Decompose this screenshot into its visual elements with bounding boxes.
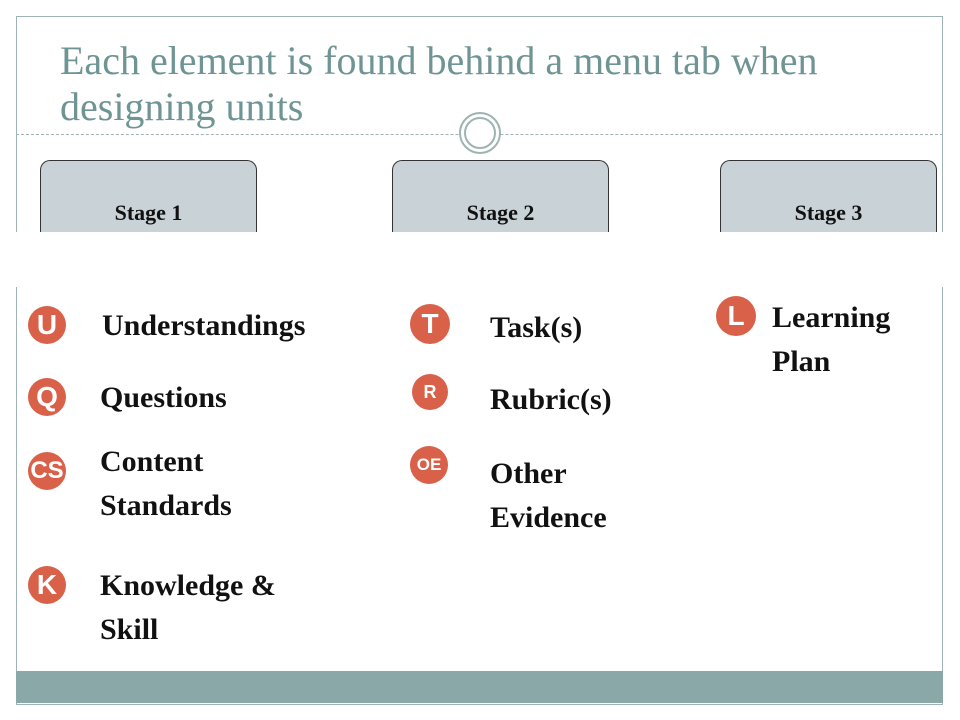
other-evidence-label: Other Evidence [490, 457, 607, 534]
tab-label: Stage 1 [114, 200, 183, 225]
footer-bar [16, 671, 943, 703]
content-standards-badge-icon: CS [28, 452, 66, 490]
knowledge-skill-badge-icon: K [28, 566, 66, 604]
tab-baseline-cover [16, 232, 960, 287]
learning-plan-badge-icon: L [716, 296, 756, 336]
slide-title: Each element is found behind a menu tab … [60, 38, 818, 129]
other-evidence-badge-icon: OE [410, 446, 448, 484]
content-standards-label: Content Standards [100, 445, 232, 522]
tasks-badge-icon: T [410, 304, 450, 344]
tab-stage-1[interactable]: Stage 1 [40, 160, 257, 232]
questions-badge-icon: Q [28, 378, 66, 416]
questions-label: Questions [100, 381, 227, 414]
tab-label: Stage 2 [466, 200, 535, 225]
tab-label: Stage 3 [794, 200, 863, 225]
understandings-badge-icon: U [28, 306, 66, 344]
knowledge-skill-label: Knowledge & Skill [100, 569, 276, 646]
tab-stage-3[interactable]: Stage 3 [720, 160, 937, 232]
rubrics-label: Rubric(s) [490, 383, 612, 416]
rubrics-badge-icon: R [412, 374, 448, 410]
tab-stage-2[interactable]: Stage 2 [392, 160, 609, 232]
learning-plan-label: Learning Plan [772, 301, 891, 378]
decorative-circle-icon [459, 112, 501, 154]
tasks-label: Task(s) [490, 311, 583, 344]
understandings-label: Understandings [102, 309, 306, 342]
